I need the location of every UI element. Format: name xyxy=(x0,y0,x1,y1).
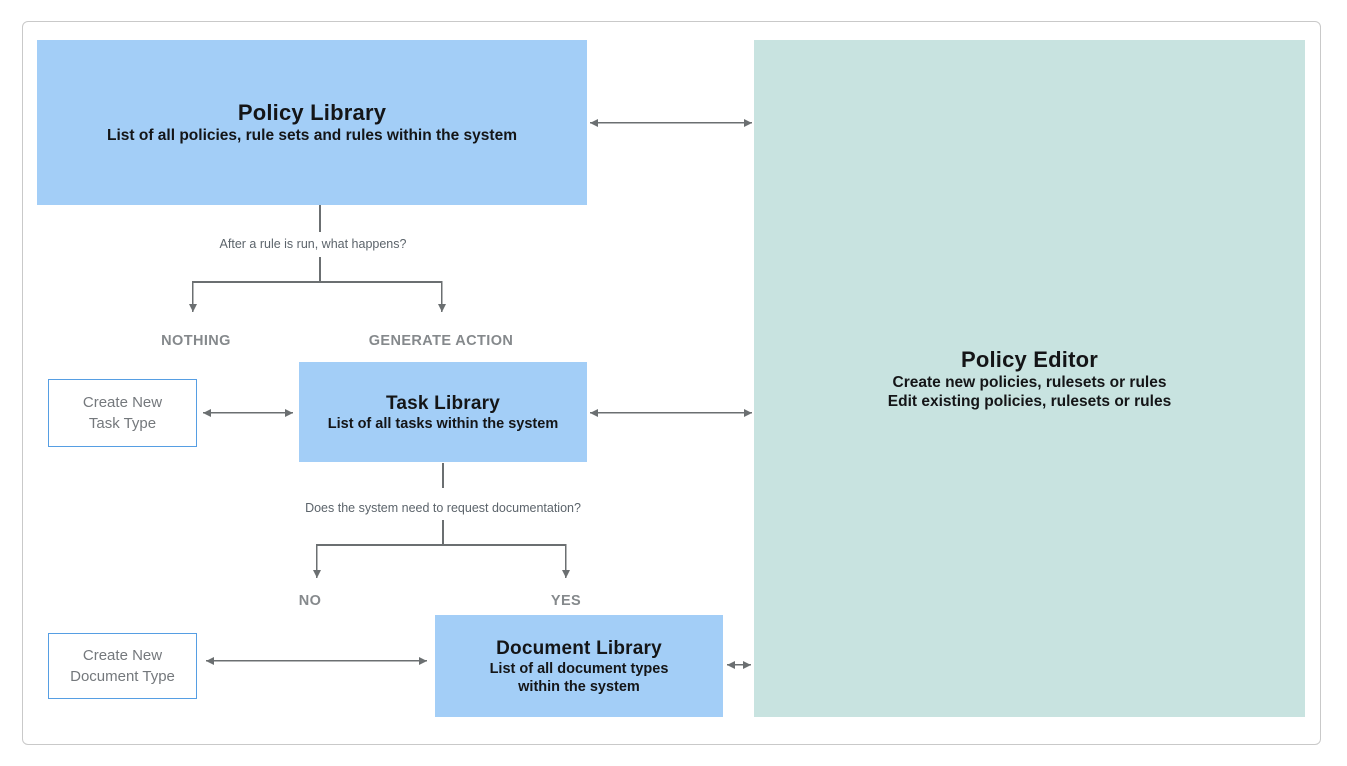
arrow-document-library-policy-editor xyxy=(727,660,751,669)
policy-library-title: Policy Library xyxy=(237,100,387,125)
create-document-type-line2: Document Type xyxy=(70,668,175,685)
arrow-branch-no xyxy=(312,544,321,578)
arrow-task-library-policy-editor xyxy=(590,408,752,417)
branch-label-yes: YES xyxy=(550,593,582,609)
create-task-type-node: Create New Task Type xyxy=(48,379,197,447)
document-library-node: Document Library List of all document ty… xyxy=(435,615,723,717)
arrow-branch-yes xyxy=(561,544,570,578)
policy-library-node: Policy Library List of all policies, rul… xyxy=(37,40,587,205)
arrow-create-task-type-task-library xyxy=(203,408,293,417)
branch2-crossbar xyxy=(316,544,566,546)
branch-label-generate-action: GENERATE ACTION xyxy=(368,333,514,349)
document-library-subtitle-line1: List of all document types xyxy=(489,660,669,677)
question-request-documentation: Does the system need to request document… xyxy=(305,501,581,515)
connector-doc-question-lower xyxy=(442,520,444,544)
document-library-title: Document Library xyxy=(496,637,662,659)
branch1-crossbar xyxy=(192,281,442,283)
question-after-rule-run: After a rule is run, what happens? xyxy=(219,237,407,251)
task-library-subtitle: List of all tasks within the system xyxy=(327,415,559,432)
policy-editor-line2: Edit existing policies, rulesets or rule… xyxy=(887,392,1172,410)
policy-editor-title: Policy Editor xyxy=(960,346,1099,372)
create-task-type-line2: Task Type xyxy=(88,415,157,432)
arrow-create-document-type-document-library xyxy=(206,656,427,665)
create-document-type-node: Create New Document Type xyxy=(48,633,197,699)
connector-doc-question-upper xyxy=(442,463,444,488)
task-library-node: Task Library List of all tasks within th… xyxy=(299,362,587,462)
connector-rule-question-upper xyxy=(319,205,321,232)
branch-label-no: NO xyxy=(298,593,322,609)
policy-editor-line1: Create new policies, rulesets or rules xyxy=(892,373,1167,391)
branch-label-nothing: NOTHING xyxy=(161,333,231,349)
diagram-frame xyxy=(22,21,1321,745)
arrow-policy-library-policy-editor xyxy=(590,118,752,127)
policy-editor-node: Policy Editor Create new policies, rules… xyxy=(754,40,1305,717)
create-task-type-line1: Create New xyxy=(82,394,163,411)
create-document-type-line1: Create New xyxy=(82,647,163,664)
connector-rule-question-lower xyxy=(319,257,321,282)
arrow-branch-generate-action xyxy=(437,281,446,312)
document-library-subtitle-line2: within the system xyxy=(518,678,640,695)
policy-library-subtitle: List of all policies, rule sets and rule… xyxy=(106,127,517,144)
arrow-branch-nothing xyxy=(188,281,197,312)
task-library-title: Task Library xyxy=(386,392,500,414)
